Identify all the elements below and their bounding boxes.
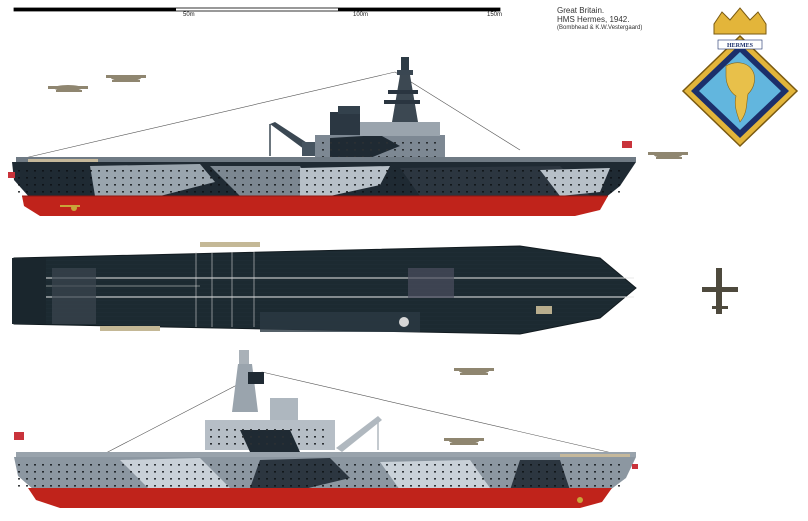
ensign-icon (14, 432, 24, 440)
scale-label-150m: 150m (487, 12, 503, 18)
caption-ship: HMS Hermes, 1942. (557, 15, 630, 25)
bottom-crane (336, 416, 382, 452)
bottom-mast (232, 350, 264, 412)
top-side-profile (8, 57, 688, 216)
plane-top-view-icon (702, 268, 738, 314)
biplane-icon (444, 438, 484, 445)
badge-name-text: HERMES (727, 43, 754, 49)
top-crane (269, 122, 318, 156)
flag-icon (632, 464, 638, 469)
scale-label-100m: 100m (353, 12, 369, 18)
biplane-icon (648, 152, 688, 159)
biplane-icon (48, 85, 88, 92)
flight-deck-plan (12, 242, 738, 335)
caption-country: Great Britain. (557, 6, 605, 15)
scale-bar (13, 7, 501, 12)
scale-label-50m: 50m (183, 12, 195, 18)
bottom-island (205, 398, 335, 452)
biplane-icon (106, 75, 146, 82)
plate-caption: Great Britain. HMS Hermes, 1942. (Bombhe… (557, 6, 642, 32)
hms-hermes-badge: HERMES (681, 7, 799, 148)
bottom-side-profile (14, 350, 638, 508)
biplane-icon (454, 368, 494, 375)
top-mast (384, 57, 420, 122)
top-island (315, 106, 445, 163)
caption-credit: (Bombhead & K.W.Vestergaard) (557, 25, 643, 32)
ensign-icon (622, 141, 632, 148)
flag-icon (8, 172, 15, 178)
